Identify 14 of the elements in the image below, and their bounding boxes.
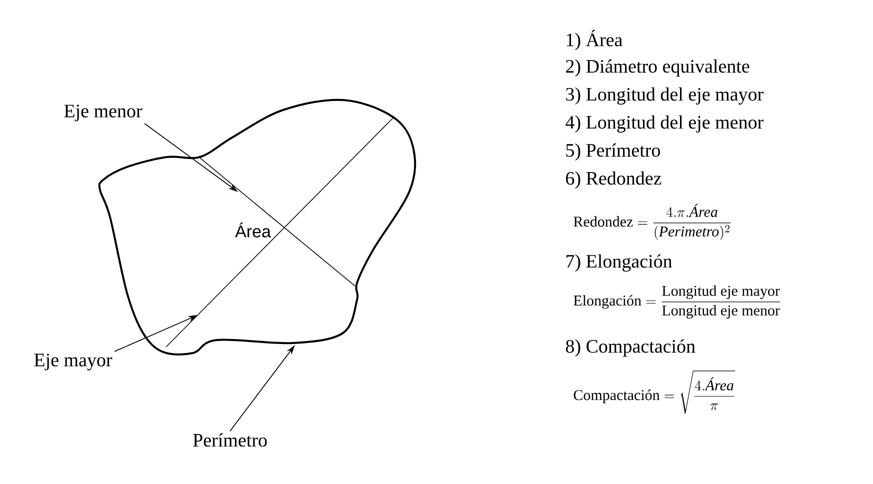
- list-item: 2) Diámetro equivalente: [566, 59, 750, 77]
- callout-label: Eje mayor: [34, 354, 112, 370]
- list-item: 5) Perímetro: [566, 143, 660, 161]
- list-item: 6) Redondez: [566, 171, 662, 189]
- formula: $\text{Redondez}=\frac{4.\pi.\textit{Área}}{(\textit{Perimetro})^{2}}$: [574, 204, 731, 240]
- callout-label: Eje menor: [64, 104, 142, 122]
- formula: $\text{Compactación} = \sqrt{\frac{4.\textit{Área}}{\pi}}$: [574, 370, 736, 414]
- list-item: 3) Longitud del eje mayor: [566, 87, 764, 105]
- formula: $\text{Elongación} = \frac{\text{Longitud eje mayor}}{\text{Longitud eje menor}}$: [574, 285, 780, 319]
- list-item: 4) Longitud del eje menor: [566, 115, 764, 133]
- callout-label: Perímetro: [193, 433, 267, 447]
- list-item: 8) Compactación: [566, 339, 696, 357]
- list-item: 1) Área: [566, 30, 622, 50]
- list-item: 7) Elongación: [566, 254, 672, 272]
